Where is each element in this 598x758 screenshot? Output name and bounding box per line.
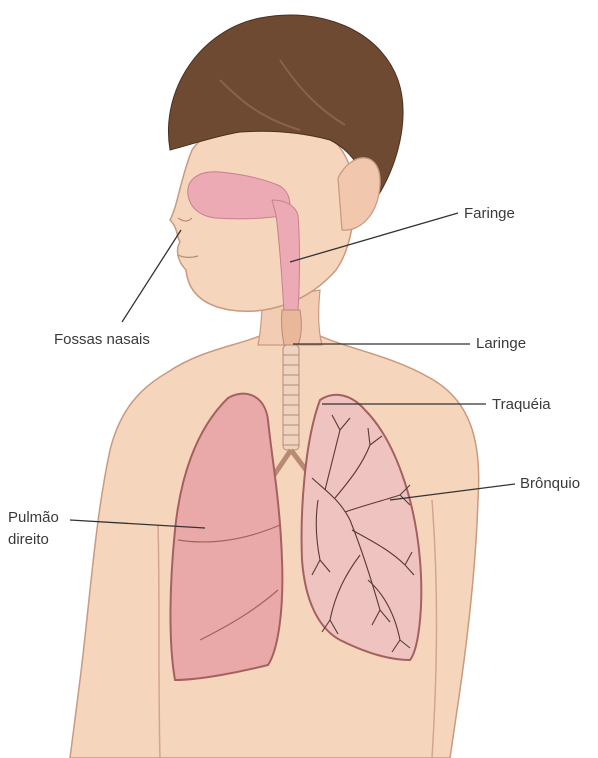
trachea xyxy=(283,345,299,450)
label-laringe: Laringe xyxy=(476,334,526,353)
label-pulmao-line1: Pulmão xyxy=(8,508,59,527)
ear xyxy=(338,158,380,230)
label-pulmao-line2: direito xyxy=(8,530,49,549)
larynx xyxy=(282,310,302,345)
label-traqueia: Traquéia xyxy=(492,395,551,414)
label-fossas-nasais: Fossas nasais xyxy=(54,330,150,349)
label-faringe: Faringe xyxy=(464,204,515,223)
leader-fossas-nasais xyxy=(122,230,181,322)
label-bronquio: Brônquio xyxy=(520,474,580,493)
